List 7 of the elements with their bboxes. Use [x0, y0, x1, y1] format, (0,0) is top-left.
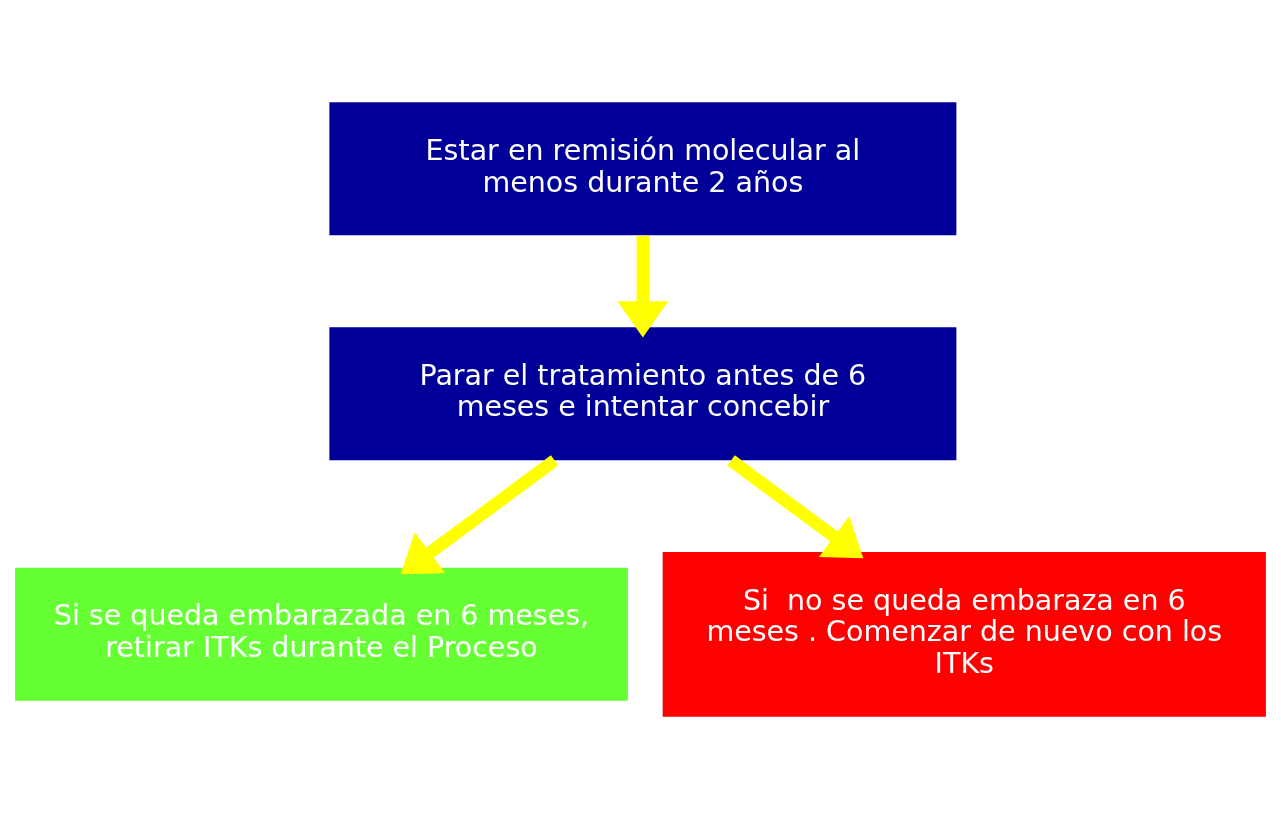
arrow [617, 235, 669, 338]
arrow [400, 455, 559, 575]
node-box: Estar en remisión molecular al menos durante 2 años [329, 102, 957, 236]
node-box: Parar el tratamiento antes de 6 meses e intentar concebir [329, 327, 957, 461]
node-box: Si no se queda embaraza en 6 meses . Comenzar de nuevo con los ITKs [662, 552, 1266, 717]
node-box: Si se queda embarazada en 6 meses, retirar ITKs durante el Proceso [15, 567, 628, 701]
arrow [727, 455, 864, 559]
